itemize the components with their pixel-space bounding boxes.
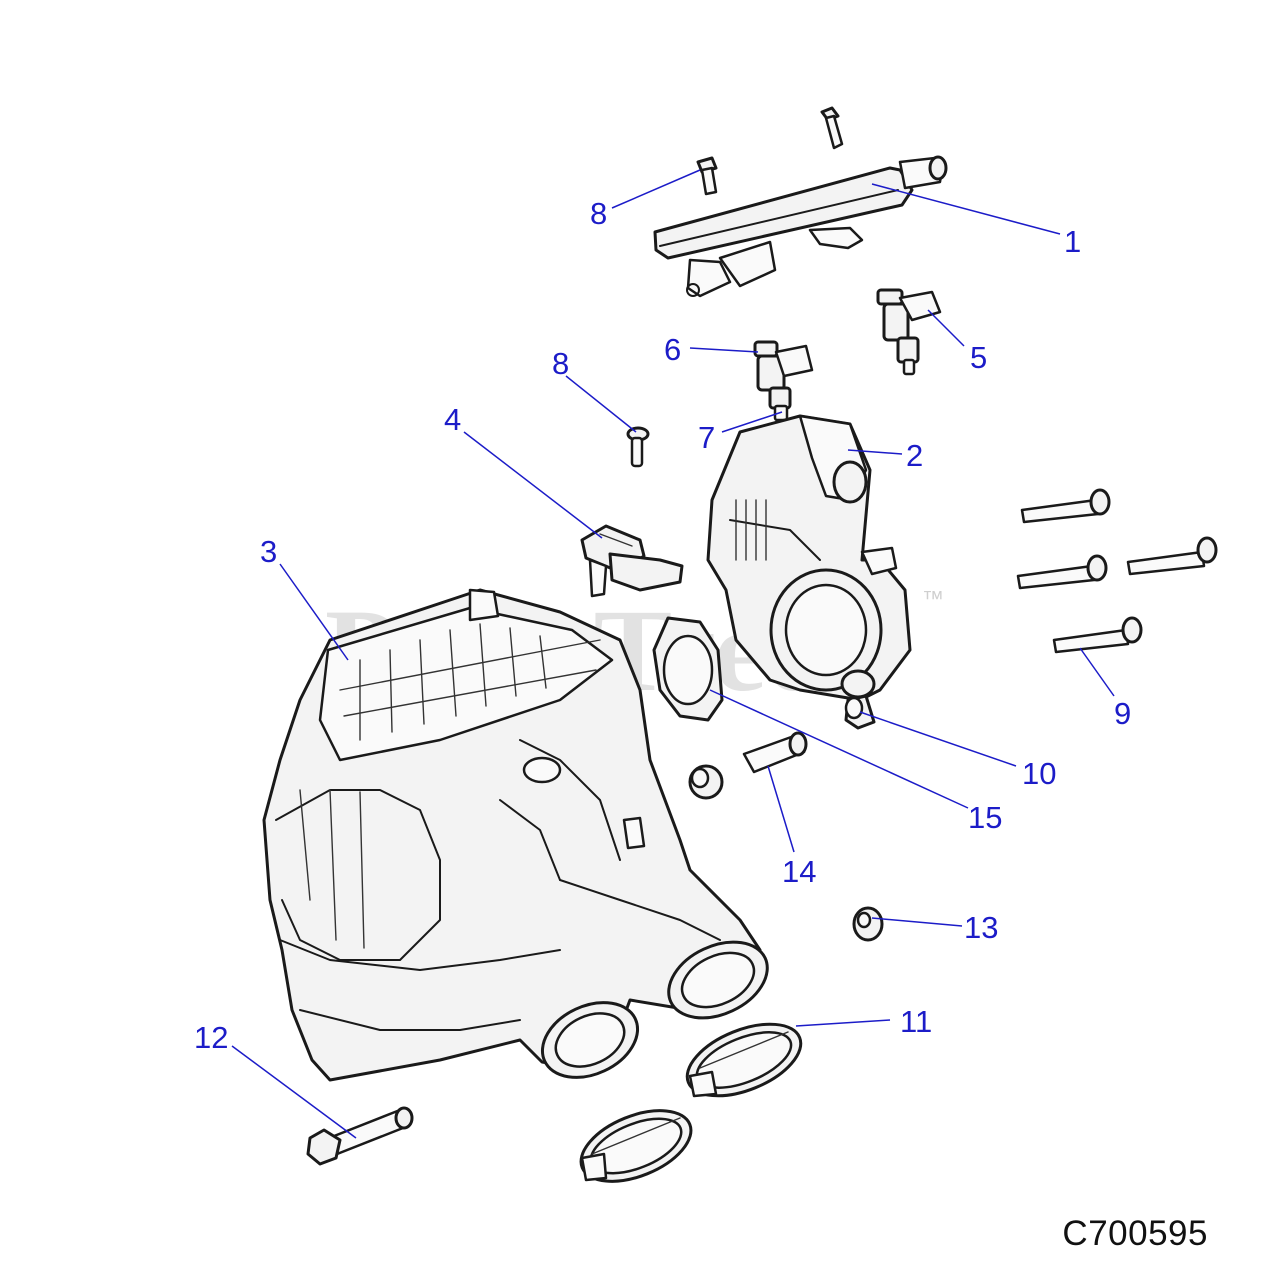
- grommet: [844, 694, 876, 730]
- screw: [820, 106, 844, 150]
- fuel-injector: [876, 288, 942, 376]
- callout-9: 9: [1114, 696, 1131, 731]
- leader-line-9: [1079, 647, 1115, 697]
- callout-10: 10: [1022, 756, 1056, 791]
- leader-line-5: [927, 309, 965, 347]
- callout-15: 15: [968, 800, 1002, 835]
- bolt: [1126, 536, 1218, 576]
- gasket: [652, 616, 724, 722]
- leader-line-7: [721, 411, 783, 433]
- leader-line-11: [795, 1019, 891, 1027]
- watermark-trademark: ™: [922, 586, 944, 611]
- bolt: [1052, 616, 1143, 654]
- fuel-injector: [753, 340, 814, 422]
- bolt: [306, 1106, 414, 1166]
- leader-line-15: [709, 689, 969, 809]
- intake-manifold: [262, 588, 769, 1082]
- callout-13: 13: [964, 910, 998, 945]
- callout-1: 1: [1064, 224, 1081, 259]
- leader-line-8-lower: [565, 375, 637, 433]
- bolt: [1020, 488, 1111, 524]
- callout-11: 11: [900, 1004, 932, 1039]
- throttle-body: [706, 414, 912, 702]
- hose-clamp: [685, 1022, 803, 1098]
- bolt: [1016, 554, 1108, 590]
- callout-4: 4: [444, 402, 461, 437]
- leader-line-2: [847, 449, 903, 455]
- leader-line-6: [689, 347, 759, 353]
- hose-clamp: [579, 1109, 693, 1183]
- callout-12: 12: [194, 1020, 228, 1055]
- screw: [696, 156, 718, 196]
- callouts: 1 2 3 4 5 6 7 8 8 9 10 11 12 13 14 15: [194, 196, 1131, 1055]
- bushing: [742, 731, 808, 774]
- screw: [626, 426, 650, 468]
- leader-lines: [231, 169, 1115, 1139]
- callout-5: 5: [970, 340, 987, 375]
- leader-line-14: [767, 765, 795, 853]
- callout-6: 6: [664, 332, 681, 367]
- leader-line-4: [463, 431, 603, 539]
- diagram-code: C700595: [1062, 1214, 1208, 1253]
- leader-line-10: [859, 711, 1017, 767]
- leader-line-8-upper: [611, 169, 701, 209]
- bushing: [688, 764, 724, 800]
- leader-line-13: [871, 917, 963, 927]
- fuel-rail: [653, 155, 948, 298]
- callout-14: 14: [782, 854, 816, 889]
- map-sensor: [580, 524, 684, 598]
- leader-line-12: [231, 1045, 357, 1139]
- leader-line-3: [279, 563, 349, 661]
- grommet: [852, 906, 884, 942]
- callout-3: 3: [260, 534, 277, 569]
- callout-2: 2: [906, 438, 923, 473]
- callout-8-upper: 8: [590, 196, 607, 231]
- leader-line-1: [871, 183, 1061, 235]
- callout-7: 7: [698, 420, 715, 455]
- callout-8-lower: 8: [552, 346, 569, 381]
